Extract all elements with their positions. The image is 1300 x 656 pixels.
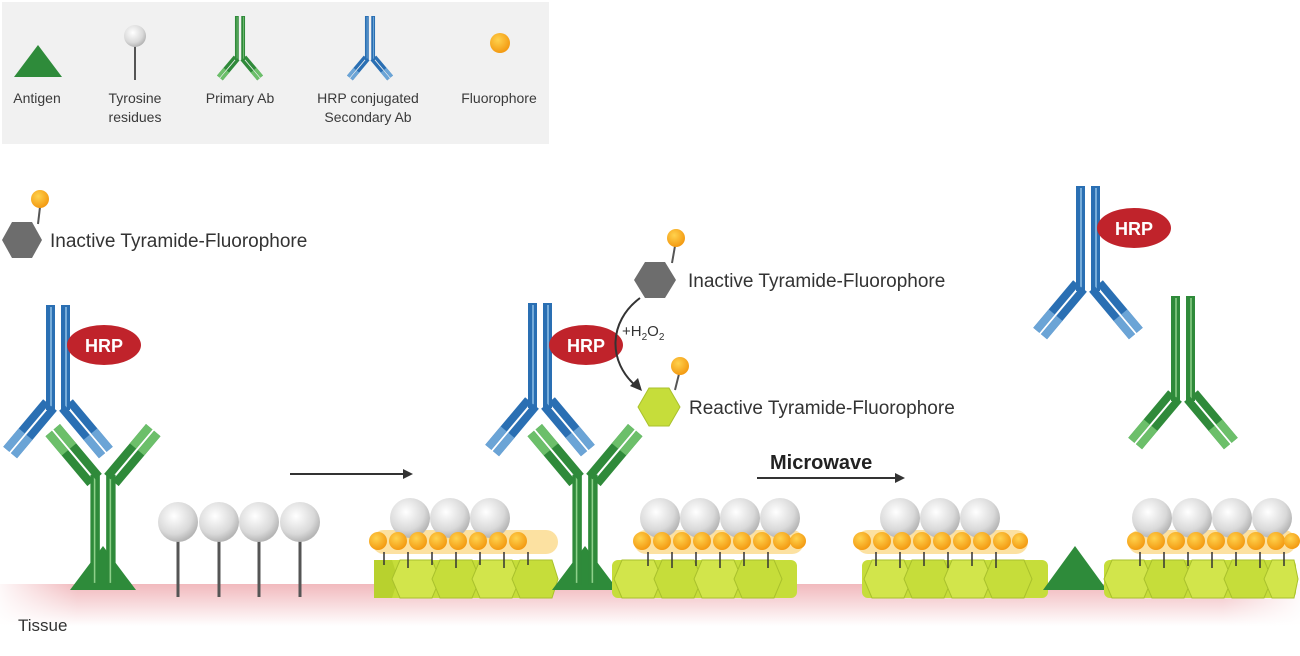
legend-fluorophore-label: Fluorophore <box>461 90 537 106</box>
svg-text:HRP: HRP <box>85 336 123 356</box>
reactive-tyramide-label: Reactive Tyramide-Fluorophore <box>689 398 955 419</box>
tyrosine-legend-icon <box>124 25 146 80</box>
tyrosine-residues-panel-1 <box>158 502 320 597</box>
legend-background <box>2 2 549 144</box>
legend-tyrosine-label-1: Tyrosine <box>109 90 162 106</box>
tissue-label: Tissue <box>18 616 67 635</box>
legend-tyrosine-label-2: residues <box>109 109 162 125</box>
svg-text:HRP: HRP <box>1115 219 1153 239</box>
inactive-tyramide-icon-2 <box>634 229 685 298</box>
inactive-tyramide-icon-1 <box>2 190 49 258</box>
legend-hrp-label-2: Secondary Ab <box>324 109 411 125</box>
fluorophore-legend-icon <box>490 33 510 53</box>
deposited-tyramide-right-cluster <box>612 498 806 599</box>
antigen-panel-3 <box>1043 546 1107 590</box>
deposited-tyramide-left-cluster <box>369 498 559 599</box>
antigen-panel-2 <box>552 546 618 590</box>
deposited-tyramide-panel-3-left <box>853 498 1048 599</box>
reaction-arrow <box>614 297 642 391</box>
inactive-tyramide-label-1: Inactive Tyramide-Fluorophore <box>50 231 307 252</box>
legend-antigen-label: Antigen <box>13 90 60 106</box>
legend-panel: Antigen Tyrosine residues Primary Ab HRP… <box>2 2 549 144</box>
microwave-arrow <box>757 473 905 483</box>
reactive-tyramide-icon <box>637 357 689 427</box>
svg-text:HRP: HRP <box>567 336 605 356</box>
inactive-tyramide-label-2: Inactive Tyramide-Fluorophore <box>688 271 945 292</box>
microwave-label: Microwave <box>770 452 872 474</box>
legend-hrp-label-1: HRP conjugated <box>317 90 419 106</box>
antigen-panel-1 <box>70 546 136 590</box>
tissue-layer <box>0 584 1300 626</box>
released-primary-ab <box>1127 295 1239 451</box>
antigen-legend-icon <box>14 45 62 77</box>
hrp-badge-panel-2: HRP <box>549 325 623 365</box>
legend-primary-ab-label: Primary Ab <box>206 90 275 106</box>
hrp-badge-panel-1: HRP <box>67 325 141 365</box>
process-arrow-1 <box>290 469 413 479</box>
h2o2-label: +H2O2 <box>622 323 665 343</box>
hrp-badge-panel-3: HRP <box>1097 208 1171 248</box>
deposited-tyramide-panel-3-right <box>1103 498 1300 599</box>
